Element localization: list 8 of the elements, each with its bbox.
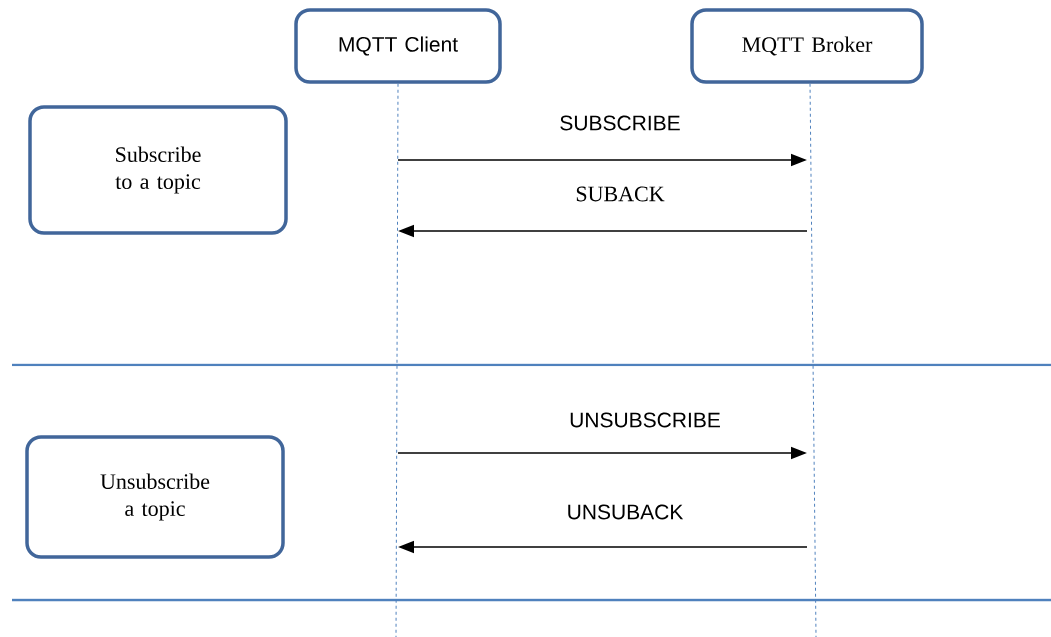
edge-label: UNSUBSCRIBE (568, 411, 722, 429)
step-box: Subscribe to a topic (28, 105, 288, 235)
step-box: Unsubscribe a topic (25, 435, 285, 559)
participant-box: MQTT Broker (690, 8, 924, 84)
edge-label: SUBSCRIBE (558, 114, 682, 132)
edge-label: UNSUBACK (565, 503, 685, 521)
participant-box: MQTT Client (294, 8, 502, 84)
edge-label: SUBACK (574, 185, 666, 203)
